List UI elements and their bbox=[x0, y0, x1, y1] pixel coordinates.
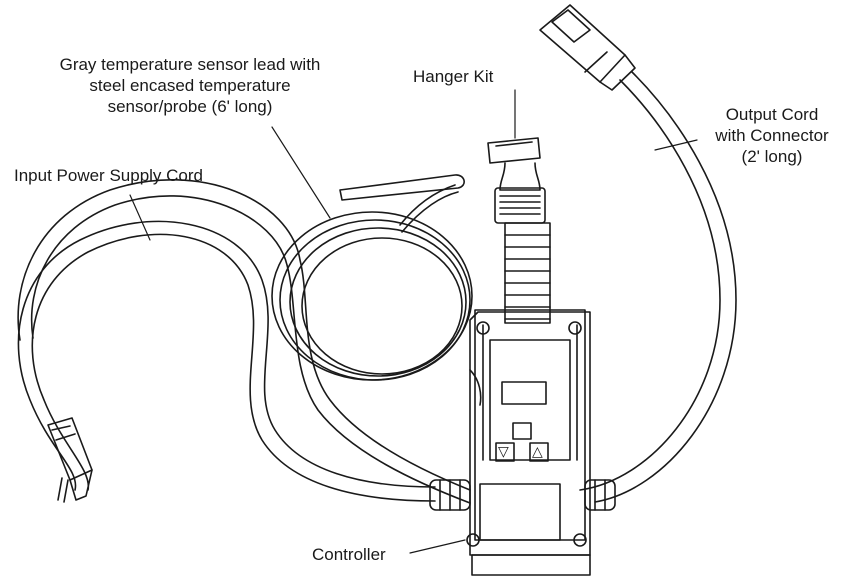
input-plug bbox=[47, 417, 93, 503]
up-arrow-icon: △ bbox=[532, 443, 543, 459]
sensor-probe bbox=[339, 174, 465, 201]
sensor-lead-label-line-1: Gray temperature sensor lead with bbox=[59, 55, 321, 74]
controller-body bbox=[466, 309, 591, 576]
sensor-lead-label-line-3: sensor/probe (6' long) bbox=[107, 97, 273, 116]
leader-lines bbox=[129, 89, 698, 554]
input-cord-label: Input Power Supply Cord bbox=[14, 166, 203, 185]
output-cord-label-line-2: with Connector bbox=[715, 126, 829, 145]
sensor-lead bbox=[271, 184, 482, 406]
cord-glands bbox=[429, 479, 616, 511]
hanger-kit bbox=[487, 137, 551, 324]
hanger-kit-label: Hanger Kit bbox=[413, 67, 494, 86]
output-connector bbox=[539, 4, 636, 91]
sensor-lead-label-line-2: steel encased temperature bbox=[89, 76, 291, 95]
sensor-lead-label: Gray temperature sensor lead with steel … bbox=[30, 54, 350, 117]
down-arrow-icon: ▽ bbox=[498, 443, 509, 459]
controller-label: Controller bbox=[312, 545, 386, 564]
output-cord-label-line-3: (2' long) bbox=[741, 147, 803, 166]
output-cord-label: Output Cord with Connector (2' long) bbox=[702, 104, 842, 167]
output-cord bbox=[579, 71, 737, 503]
input-power-cord bbox=[17, 179, 471, 504]
output-cord-label-line-1: Output Cord bbox=[725, 105, 819, 124]
